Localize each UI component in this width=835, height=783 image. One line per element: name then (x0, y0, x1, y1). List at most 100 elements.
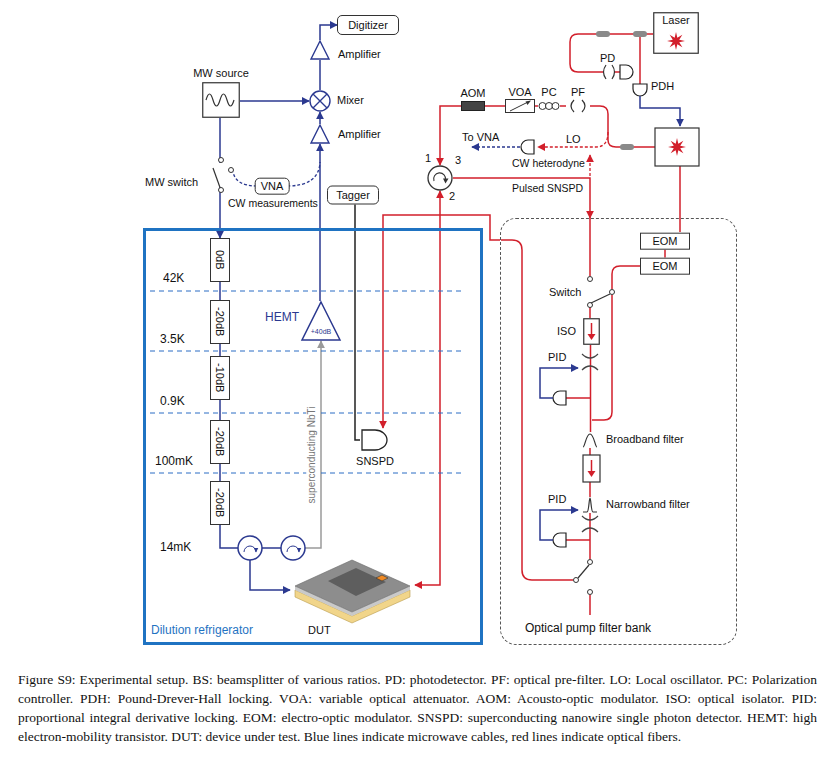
annotation-label: 42K (163, 272, 184, 286)
connector (219, 282, 221, 300)
attenuator-box: -10dB (210, 356, 230, 400)
hemt-amplifier: HEMT+40dB (301, 301, 341, 341)
annotation-label: 14mK (160, 541, 191, 555)
node-label: HEMT (265, 311, 299, 325)
annotation-label: PID (548, 351, 566, 364)
cable-label: superconducting NbTi (306, 405, 318, 506)
attenuator-box: -20dB (210, 481, 230, 525)
connector (240, 100, 309, 102)
annotation-label: LO (566, 133, 581, 146)
det-symbol (360, 428, 390, 452)
annotation-label: 0.9K (160, 395, 185, 409)
node-label: -20dB (214, 488, 227, 517)
connector (319, 60, 321, 90)
mw-switch (213, 158, 234, 193)
connector (453, 178, 590, 218)
modulator-symbol: AOM (461, 101, 485, 111)
annotation-label: CW heterodyne (512, 157, 585, 169)
amplifier-symbol: Amplifier (310, 124, 330, 144)
annotation-label: 100mK (155, 455, 193, 469)
node-label: Amplifier (338, 128, 381, 141)
pc-symbol (538, 100, 560, 112)
annotation-label: PDH (651, 80, 674, 93)
node-label: -20dB (214, 307, 227, 336)
connector (219, 344, 221, 356)
annotation-label: Pulsed SNSPD (512, 182, 583, 194)
node-label: 1 (425, 152, 431, 165)
filter-bank-region: Optical pump filter bank EOM EOM ISO Broadba… (500, 218, 737, 645)
node-label: Mixer (337, 94, 364, 107)
node-label: Narrowband filter (606, 498, 690, 511)
instrument-box: VNA (255, 178, 290, 195)
node-label: Laser (662, 14, 690, 27)
connector (320, 25, 337, 40)
amp-symbol (310, 124, 330, 144)
connector (293, 341, 321, 556)
annotation-label: PID (548, 493, 566, 506)
node-label: EOM (652, 260, 677, 273)
eom-box: EOM (640, 258, 690, 275)
node-label: EOM (652, 235, 677, 248)
annotation-label: PD (600, 52, 615, 65)
node-label: DUT (308, 624, 331, 637)
isolator-symbol: ISO (583, 318, 600, 345)
pf-symbol (566, 99, 590, 113)
node-label: PF (571, 86, 585, 99)
voa-symbol (505, 99, 535, 113)
filter-symbol: PF (566, 99, 590, 113)
src-symbol (202, 82, 240, 118)
node-label: AOM (460, 87, 485, 100)
aom-symbol (461, 101, 485, 111)
node-label: SNSPD (356, 455, 394, 468)
eom-box: EOM (640, 233, 690, 250)
node-label: +40dB (311, 328, 331, 336)
amp-symbol (310, 40, 330, 60)
mw-source: MW source (202, 82, 240, 118)
annotation-label: MW switch (145, 176, 198, 189)
connector (415, 191, 440, 585)
node-label: VOA (508, 86, 531, 99)
iso-symbol (583, 318, 600, 345)
attenuator-box: -20dB (210, 420, 230, 464)
annotation-label: To VNA (462, 131, 499, 144)
filter-symbol: Broadband filter (582, 432, 598, 448)
connector (219, 400, 221, 420)
node-label: Amplifier (338, 48, 381, 61)
annotation-label: 3.5K (160, 333, 185, 347)
attenuator-symbol: VOA (505, 99, 535, 113)
node-label: 0dB (214, 250, 227, 270)
circulator-symbol: 132 (427, 165, 453, 191)
node-label: Dilution refrigerator (151, 624, 253, 638)
attenuator-box: -20dB (210, 300, 230, 344)
chip-device: DUT (290, 556, 415, 626)
node-label: 2 (449, 190, 455, 203)
connector (355, 205, 360, 441)
connector (220, 525, 290, 590)
node-label: Digitizer (348, 19, 388, 32)
cryo-circulators (238, 536, 305, 560)
connector (219, 464, 221, 481)
polarization-symbol: PC (538, 100, 560, 112)
connector (485, 105, 505, 107)
node-label: -10dB (214, 363, 227, 392)
connector (319, 112, 321, 124)
node-label: Optical pump filter bank (525, 622, 651, 636)
node-label: 3 (455, 154, 461, 167)
region-outline (500, 218, 737, 645)
node-label: -20dB (214, 427, 227, 456)
connector (535, 105, 538, 107)
laser-optics (472, 31, 699, 232)
figure-caption: Figure S9: Experimental setup. BS: beams… (18, 670, 817, 746)
mix-symbol (309, 90, 331, 112)
detector-symbol: SNSPD (360, 428, 390, 452)
laser-box: Laser (653, 12, 699, 54)
instrument-box: Tagger (327, 186, 379, 205)
circ-symbol (427, 165, 453, 191)
node-label: Tagger (336, 189, 370, 202)
annotation-label: CW measurements (228, 197, 318, 209)
node-label: ISO (557, 325, 576, 338)
filter-symbol: Narrowband filter (582, 497, 598, 513)
node-label: PC (541, 86, 556, 99)
